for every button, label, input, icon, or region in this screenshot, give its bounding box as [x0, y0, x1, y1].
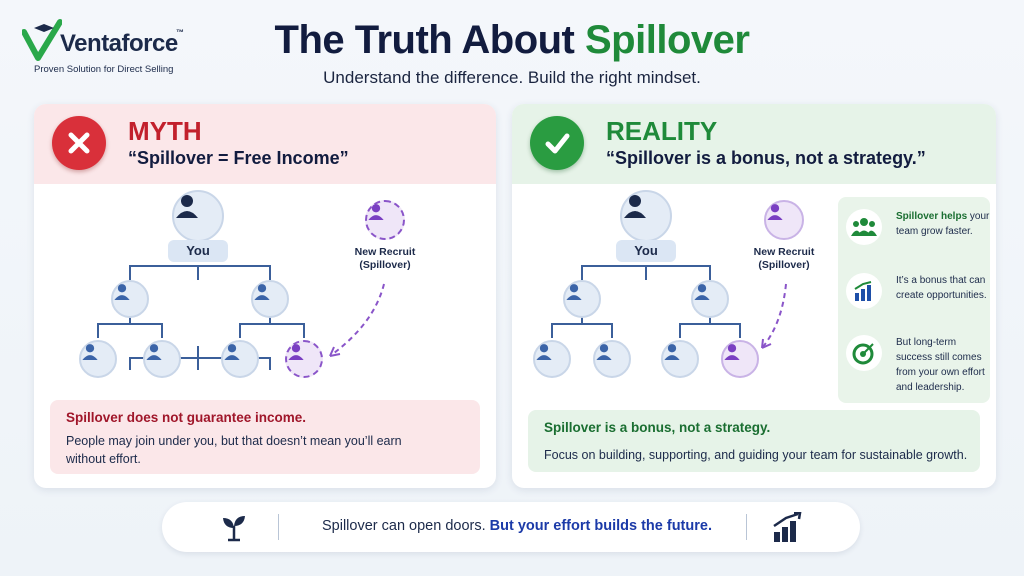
footer-banner: Spillover can open doors. But your effor… [162, 502, 860, 552]
downline-node [593, 340, 631, 378]
benefit-text: But long-term success still comes from y… [896, 337, 985, 393]
person-icon [114, 284, 130, 300]
logo-check-icon [22, 19, 62, 61]
title-accent: Spillover [585, 18, 750, 62]
person-icon [224, 344, 240, 360]
benefits-list: Spillover helps your team grow faster. I… [838, 197, 990, 403]
downline-node [661, 340, 699, 378]
logo-tagline: Proven Solution for Direct Selling [34, 64, 174, 75]
new-recruit-node [764, 200, 804, 240]
team-icon [846, 209, 882, 245]
brand-logo: Ventaforce ™ Proven Solution for Direct … [22, 18, 192, 78]
you-label: You [616, 240, 676, 262]
person-icon [82, 344, 98, 360]
myth-quote: “Spillover = Free Income” [128, 148, 349, 168]
myth-panel: MYTH “Spillover = Free Income” You [34, 104, 496, 488]
sprout-icon [223, 516, 245, 542]
benefit-text: It’s a bonus that can create opportuniti… [896, 275, 987, 301]
x-mark-icon [52, 116, 106, 170]
person-icon [624, 195, 646, 218]
person-icon [694, 284, 710, 300]
downline-node [79, 340, 117, 378]
spillover-node [721, 340, 759, 378]
new-recruit-node [365, 200, 405, 240]
logo-trademark: ™ [176, 28, 184, 37]
person-icon [664, 344, 680, 360]
spillover-node [285, 340, 323, 378]
person-icon [536, 344, 552, 360]
reality-panel: REALITY “Spillover is a bonus, not a str… [512, 104, 996, 488]
new-recruit-label: New Recruit (Spillover) [753, 246, 815, 271]
person-icon [724, 344, 740, 360]
logo-wordmark: Ventaforce [60, 30, 178, 57]
person-icon [146, 344, 162, 360]
person-icon [566, 284, 582, 300]
page-title: The Truth About Spillover [0, 18, 1024, 63]
target-icon [846, 335, 882, 371]
benefit-text: Spillover helps your team grow faster. [896, 211, 990, 237]
person-icon [368, 204, 384, 220]
new-recruit-label: New Recruit (Spillover) [354, 246, 416, 271]
reality-tree-lines [551, 265, 787, 349]
person-icon [176, 195, 198, 218]
downline-node [533, 340, 571, 378]
person-icon [767, 204, 783, 220]
reality-header: REALITY “Spillover is a bonus, not a str… [512, 104, 996, 184]
downline-node [143, 340, 181, 378]
downline-node [251, 280, 289, 318]
reality-callout: Spillover is a bonus, not a strategy. Fo… [528, 410, 980, 472]
downline-node [221, 340, 259, 378]
downline-node [111, 280, 149, 318]
reality-tree: You New Recruit (Spillover) [512, 184, 996, 394]
downline-node [563, 280, 601, 318]
myth-callout-body: People may join under you, but that does… [66, 434, 402, 466]
myth-label: MYTH [128, 116, 202, 146]
you-label: You [168, 240, 228, 262]
title-text: The Truth About [274, 18, 585, 62]
person-icon [254, 284, 270, 300]
myth-callout: Spillover does not guarantee income. Peo… [50, 400, 480, 474]
person-icon [596, 344, 612, 360]
person-icon [288, 344, 304, 360]
myth-tree: You New Recruit (Spillover) [34, 184, 496, 394]
growth-bars-icon [773, 512, 802, 542]
myth-callout-title: Spillover does not guarantee income. [66, 410, 307, 425]
myth-header: MYTH “Spillover = Free Income” [34, 104, 496, 184]
footer-divider [746, 514, 747, 540]
growth-chart-icon [846, 273, 882, 309]
you-node [172, 190, 224, 242]
you-node [620, 190, 672, 242]
footer-divider [278, 514, 279, 540]
reality-quote: “Spillover is a bonus, not a strategy.” [606, 148, 926, 168]
downline-node [691, 280, 729, 318]
reality-callout-title: Spillover is a bonus, not a strategy. [544, 420, 771, 435]
footer-text: Spillover can open doors. But your effor… [322, 518, 712, 534]
reality-label: REALITY [606, 116, 718, 146]
reality-callout-body: Focus on building, supporting, and guidi… [544, 448, 968, 462]
check-mark-icon [530, 116, 584, 170]
page-subtitle: Understand the difference. Build the rig… [323, 68, 701, 87]
